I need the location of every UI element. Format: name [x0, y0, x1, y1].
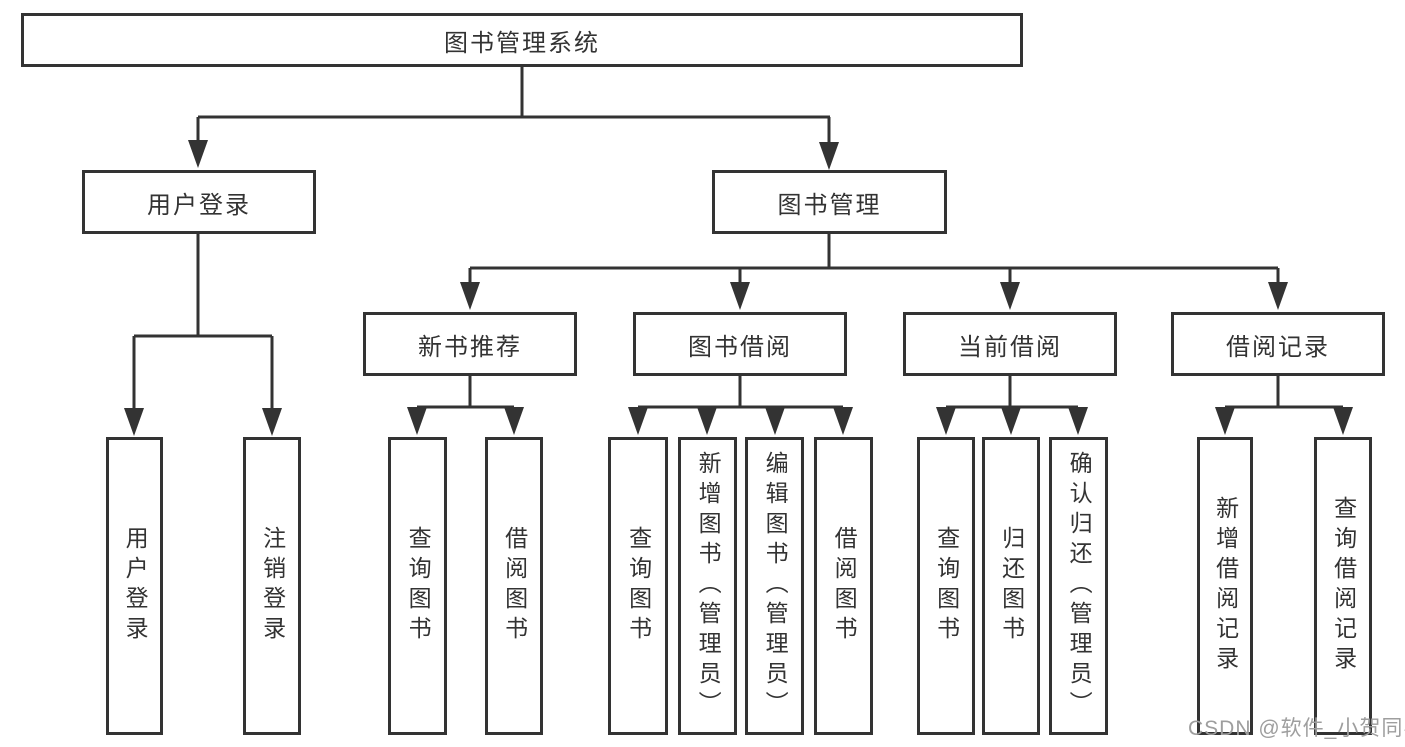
node-borrow-record: 借阅记录 — [1171, 312, 1385, 376]
leaf-query-books-1-label: 查询图书 — [405, 526, 432, 646]
leaf-edit-books-admin-label: 编辑图书（管理员） — [762, 451, 789, 721]
leaf-add-borrow-record-label: 新增借阅记录 — [1212, 496, 1239, 676]
node-current-borrow: 当前借阅 — [903, 312, 1117, 376]
node-book-management-label: 图书管理 — [777, 191, 882, 219]
leaf-add-books-admin: 新增图书（管理员） — [678, 437, 737, 735]
leaf-return-books-label: 归还图书 — [998, 526, 1025, 646]
node-borrow-record-label: 借阅记录 — [1226, 333, 1330, 361]
leaf-borrow-books-1-label: 借阅图书 — [501, 526, 528, 646]
leaf-borrow-books-2: 借阅图书 — [814, 437, 873, 735]
leaf-return-books: 归还图书 — [982, 437, 1040, 735]
leaf-confirm-return-admin: 确认归还（管理员） — [1049, 437, 1108, 735]
leaf-borrow-books-2-label: 借阅图书 — [831, 526, 858, 646]
leaf-edit-books-admin: 编辑图书（管理员） — [745, 437, 804, 735]
node-book-borrow-label: 图书借阅 — [688, 333, 792, 361]
node-book-management: 图书管理 — [712, 170, 947, 234]
leaf-query-borrow-record-label: 查询借阅记录 — [1330, 496, 1357, 676]
leaf-add-books-admin-label: 新增图书（管理员） — [695, 451, 722, 721]
leaf-query-borrow-record: 查询借阅记录 — [1314, 437, 1372, 735]
arrowhead-icons — [124, 140, 1353, 436]
leaf-query-books-3-label: 查询图书 — [933, 526, 960, 646]
leaf-query-books-2: 查询图书 — [608, 437, 668, 735]
leaf-confirm-return-admin-label: 确认归还（管理员） — [1066, 451, 1093, 721]
node-user-login-label: 用户登录 — [147, 191, 251, 219]
node-book-borrow: 图书借阅 — [633, 312, 847, 376]
node-root: 图书管理系统 — [21, 13, 1023, 67]
leaf-query-books-3: 查询图书 — [917, 437, 975, 735]
leaf-query-books-1: 查询图书 — [388, 437, 447, 735]
node-new-book-recommend: 新书推荐 — [363, 312, 577, 376]
leaf-user-login-label: 用户登录 — [122, 526, 149, 646]
leaf-add-borrow-record: 新增借阅记录 — [1197, 437, 1253, 735]
watermark: CSDN @软件_小贺同学 — [1188, 717, 1405, 740]
leaf-logout: 注销登录 — [243, 437, 301, 735]
node-current-borrow-label: 当前借阅 — [958, 333, 1062, 361]
node-new-book-recommend-label: 新书推荐 — [418, 333, 522, 361]
leaf-borrow-books-1: 借阅图书 — [485, 437, 543, 735]
node-root-label: 图书管理系统 — [444, 29, 600, 57]
leaf-query-books-2-label: 查询图书 — [625, 526, 652, 646]
leaf-logout-label: 注销登录 — [259, 526, 286, 646]
node-user-login: 用户登录 — [82, 170, 316, 234]
leaf-user-login: 用户登录 — [106, 437, 163, 735]
